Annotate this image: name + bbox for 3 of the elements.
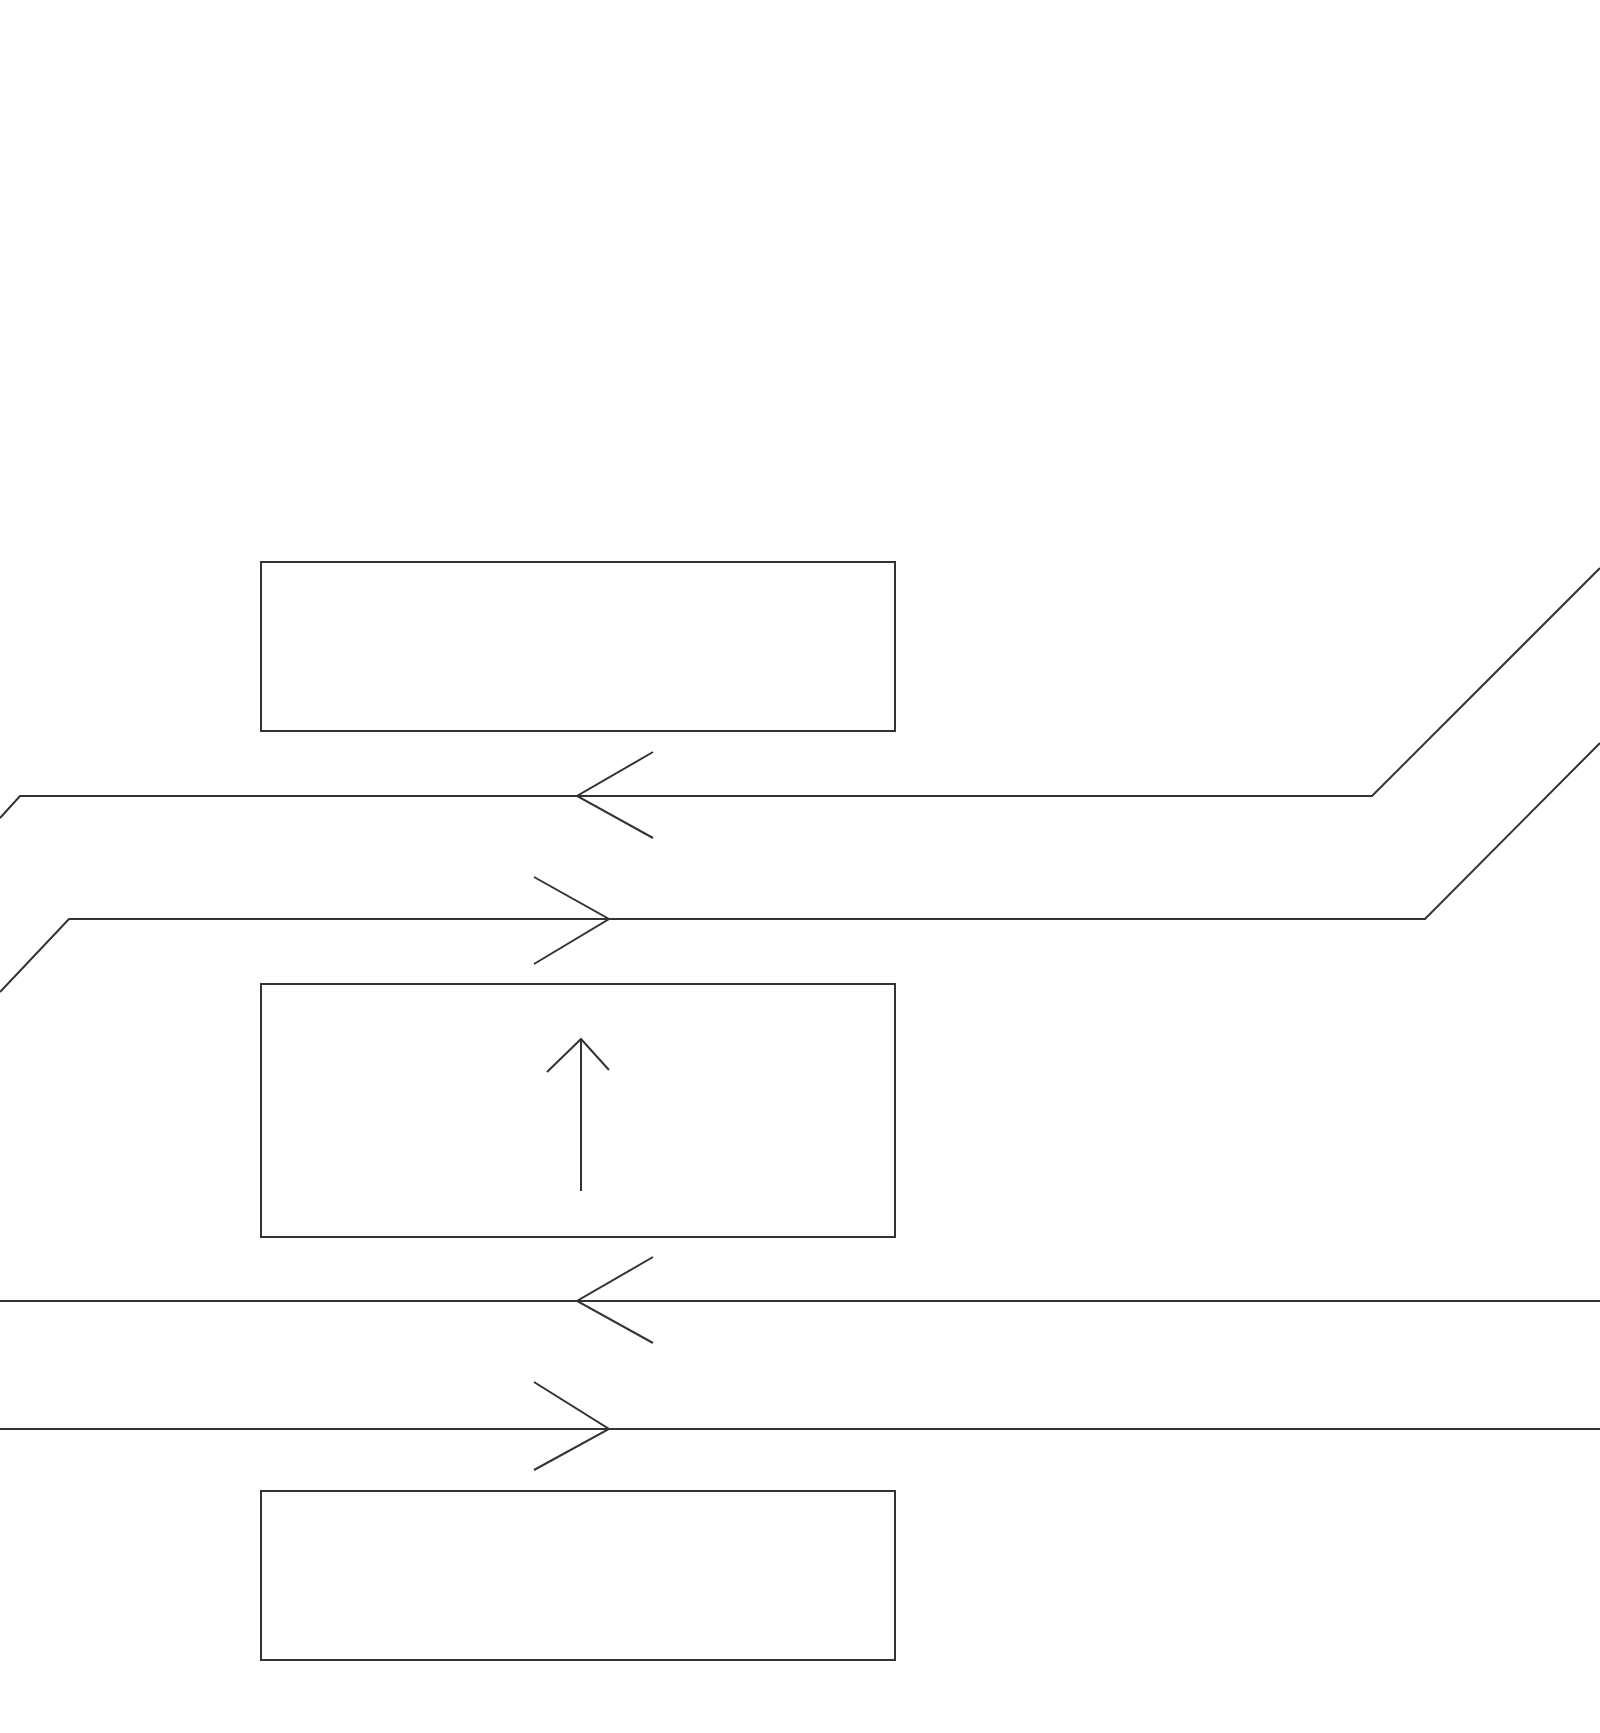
rectangle: [260, 983, 896, 1238]
rectangle: [260, 1490, 896, 1661]
rectangle: [260, 561, 896, 732]
